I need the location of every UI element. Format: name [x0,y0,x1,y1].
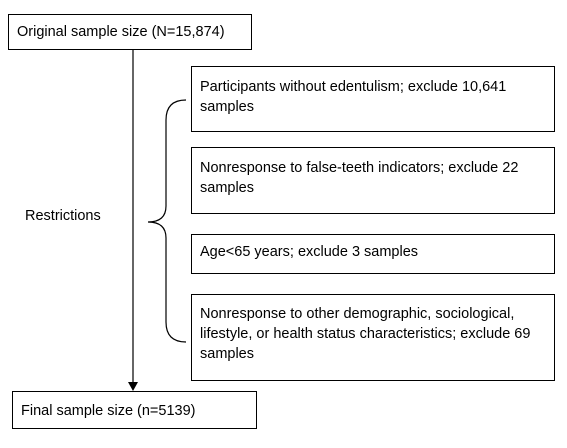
restrictions-brace [147,99,187,343]
restriction-text-4: Nonresponse to other demographic, sociol… [200,306,531,362]
restriction-text-2: Nonresponse to false-teeth indicators; e… [200,160,519,196]
final-sample-box: Final sample size (n=5139) [12,391,257,429]
restriction-box-2: Nonresponse to false-teeth indicators; e… [191,147,555,214]
original-sample-box: Original sample size (N=15,874) [8,14,252,50]
restriction-text-3: Age<65 years; exclude 3 samples [200,244,419,260]
restrictions-label: Restrictions [25,208,101,224]
final-sample-text: Final sample size (n=5139) [21,403,196,419]
main-flow-arrowhead [128,382,138,391]
restriction-box-1: Participants without edentulism; exclude… [191,66,555,132]
original-sample-text: Original sample size (N=15,874) [17,24,225,40]
restriction-box-3: Age<65 years; exclude 3 samples [191,234,555,274]
restriction-text-1: Participants without edentulism; exclude… [200,79,507,115]
restriction-box-4: Nonresponse to other demographic, sociol… [191,294,555,381]
